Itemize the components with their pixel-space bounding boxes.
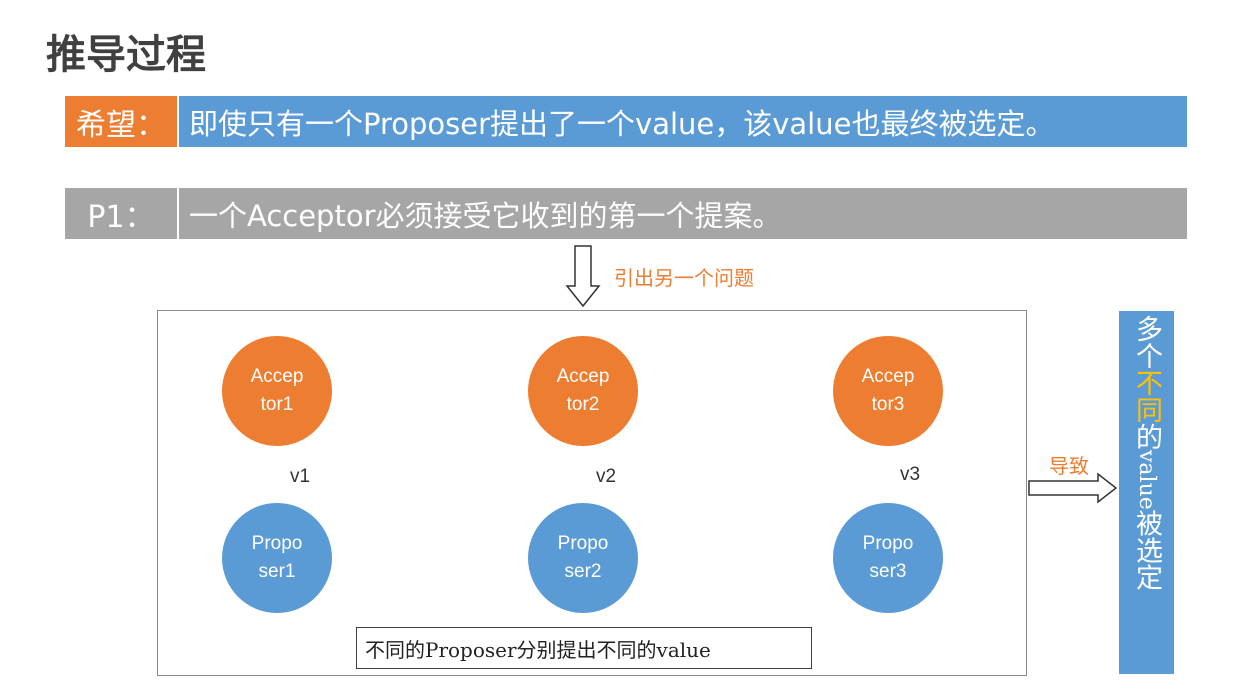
value-label: v2 <box>596 466 617 487</box>
result-box: 多个不同的value被选定 <box>1119 311 1174 674</box>
hope-statement: 即使只有一个Proposer提出了一个value，该value也最终被选定。 <box>179 96 1187 147</box>
cause-note: 导致 <box>1049 454 1089 478</box>
page-title: 推导过程 <box>46 32 206 78</box>
down-arrow-icon <box>565 245 601 308</box>
node-label: tor3 <box>871 394 905 415</box>
node-label: Propo <box>557 533 609 554</box>
result-part: 被选定 <box>1131 509 1162 591</box>
p1-statement: 一个Acceptor必须接受它收到的第一个提案。 <box>179 188 1187 239</box>
p1-label: P1： <box>65 188 177 239</box>
value-label: v1 <box>290 466 311 487</box>
right-arrow-icon <box>1028 472 1118 504</box>
node-label: Accep <box>556 366 610 387</box>
node-label: ser3 <box>869 561 907 582</box>
proposer-node: Propo ser1 <box>222 503 332 613</box>
node-label: ser1 <box>258 561 296 582</box>
result-part: 多个 <box>1131 315 1162 369</box>
result-part: 的 <box>1131 423 1162 450</box>
result-highlight: 不同 <box>1131 369 1162 423</box>
result-text: 多个不同的value被选定 <box>1119 315 1174 591</box>
proposer-node: Propo ser3 <box>833 503 943 613</box>
proposer-node: Propo ser2 <box>528 503 638 613</box>
acceptor-node: Accep tor1 <box>222 336 332 446</box>
node-label: Propo <box>862 533 914 554</box>
hope-label: 希望： <box>65 96 177 147</box>
node-label: ser2 <box>564 561 602 582</box>
node-label: tor2 <box>566 394 600 415</box>
lead-note: 引出另一个问题 <box>614 266 754 290</box>
value-label: v3 <box>900 464 921 485</box>
node-label: Propo <box>251 533 303 554</box>
acceptor-node: Accep tor2 <box>528 336 638 446</box>
node-label: tor1 <box>260 394 294 415</box>
result-part: value <box>1134 450 1159 510</box>
footer-note: 不同的Proposer分别提出不同的value <box>356 627 812 669</box>
node-label: Accep <box>250 366 304 387</box>
acceptor-node: Accep tor3 <box>833 336 943 446</box>
node-label: Accep <box>861 366 915 387</box>
